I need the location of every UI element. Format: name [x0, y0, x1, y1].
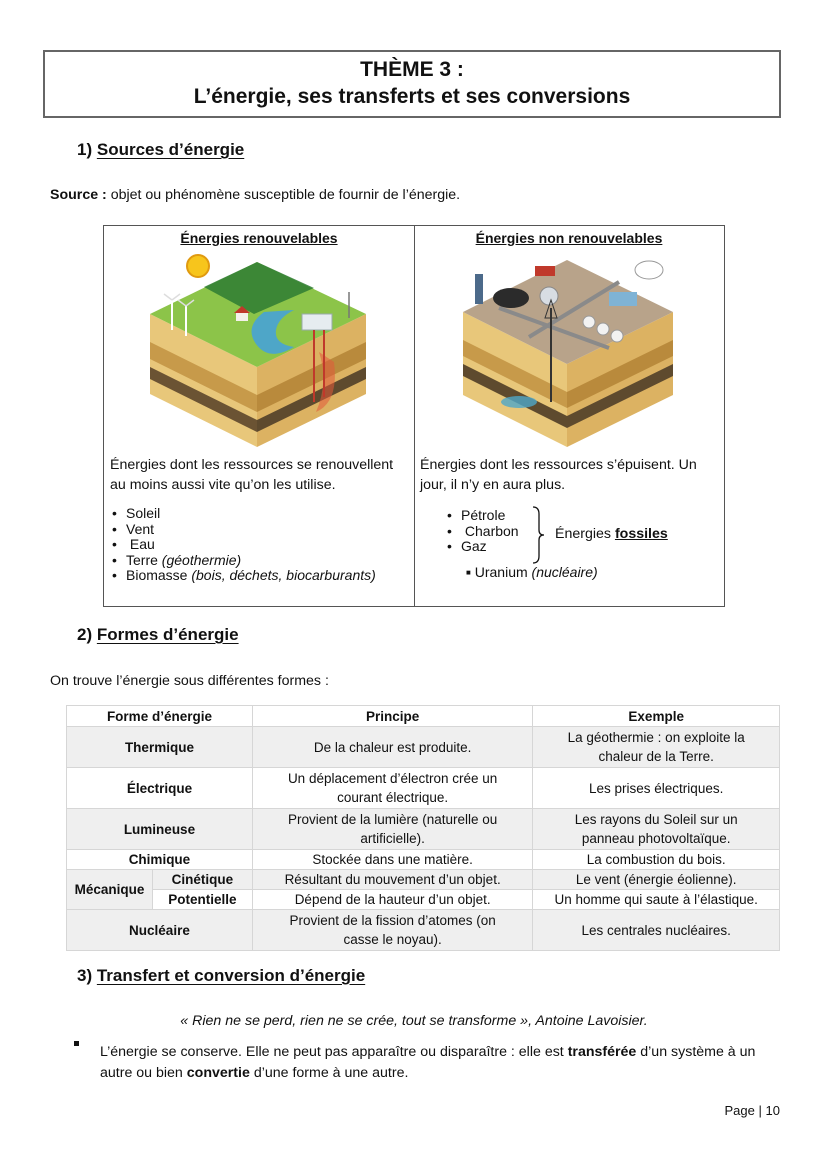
renewable-description: Énergies dont les ressources se renouvel…	[110, 455, 410, 495]
fossil-item: Charbon	[447, 523, 519, 540]
section-3-heading: 3) Transfert et conversion d’énergie	[77, 966, 365, 986]
page-label: Page	[724, 1103, 755, 1118]
section-1-number: 1)	[77, 140, 93, 159]
source-label: Source :	[50, 187, 107, 203]
fossil-word: fossiles	[614, 526, 668, 542]
keyword-transferee: transférée	[567, 1044, 637, 1060]
keyword-convertie: convertie	[186, 1065, 250, 1081]
header-exemple: Exemple	[532, 705, 780, 727]
principe-cell: Stockée dans une matière.	[251, 849, 534, 870]
renewable-item: Vent	[112, 521, 376, 538]
renewable-desc-line-1: Énergies dont les ressources se renouvel…	[110, 457, 394, 473]
table-row: Mécanique Cinétique Résultant du mouveme…	[66, 869, 780, 910]
header-principe: Principe	[251, 705, 534, 727]
fossil-item: Gaz	[447, 538, 519, 555]
form-cell: Mécanique	[66, 869, 153, 910]
renewable-item: Biomasse (bois, déchets, biocarburants)	[112, 567, 376, 584]
theme-title: L’énergie, ses transferts et ses convers…	[193, 85, 631, 108]
nonrenewable-desc-line-1: Énergies dont les ressources s’épuisent.…	[420, 457, 697, 473]
renewable-list: Soleil Vent Eau Terre (géothermie) Bioma…	[112, 505, 376, 584]
page-number: 10	[765, 1103, 780, 1118]
form-cell: Thermique	[66, 726, 253, 768]
exemple-cell: Le vent (énergie éolienne).	[532, 869, 780, 890]
section-2-title: Formes d’énergie	[96, 625, 239, 644]
square-bullet-icon: ■	[466, 568, 471, 577]
renewable-desc-line-2: au moins aussi vite qu’on les utilise.	[110, 477, 336, 493]
header-forme: Forme d’énergie	[66, 705, 253, 727]
renewable-heading: Énergies renouvelables	[180, 230, 338, 246]
subform-cell: Cinétique	[151, 869, 253, 890]
title-box: THÈME 3 : L’énergie, ses transferts et s…	[43, 50, 781, 118]
table-row: Nucléaire Provient de la fission d’atome…	[66, 909, 780, 951]
renewable-landscape-illustration	[150, 254, 366, 447]
principe-cell: De la chaleur est produite.	[251, 726, 534, 768]
principe-cell: Résultant du mouvement d’un objet.	[251, 869, 534, 890]
form-cell: Nucléaire	[66, 909, 253, 951]
form-cell: Lumineuse	[66, 808, 253, 850]
exemple-cell: Les prises électriques.	[532, 767, 780, 809]
theme-number: THÈME 3 :	[360, 58, 464, 81]
section-2-number: 2)	[77, 625, 93, 644]
exemple-cell: La combustion du bois.	[532, 849, 780, 870]
section-3-title: Transfert et conversion d’énergie	[96, 966, 366, 985]
renewable-column: Énergies renouvelables	[104, 226, 415, 606]
nonrenewable-column: Énergies non renouvelables	[414, 226, 724, 606]
page-footer: Page | 10	[725, 1103, 780, 1118]
forms-intro: On trouve l’énergie sous différentes for…	[50, 673, 329, 689]
source-text: objet ou phénomène susceptible de fourni…	[106, 187, 461, 203]
table-row: Électrique Un déplacement d’électron cré…	[66, 767, 780, 809]
principe-cell: Dépend de la hauteur d’un objet.	[251, 889, 534, 910]
form-cell: Électrique	[66, 767, 253, 809]
table-header-row: Forme d’énergie Principe Exemple	[66, 705, 780, 727]
uranium-item: ■ Uranium (nucléaire)	[466, 564, 598, 580]
subform-cell: Potentielle	[151, 889, 253, 910]
renewable-item: Terre (géothermie)	[112, 552, 376, 569]
energy-forms-table: Forme d’énergie Principe Exemple Thermiq…	[66, 705, 780, 951]
exemple-cell: Un homme qui saute à l’élastique.	[532, 889, 780, 910]
square-bullet-icon	[74, 1041, 79, 1046]
section-1-title: Sources d’énergie	[96, 140, 245, 159]
fossil-energies-label: Énergies fossiles	[555, 526, 668, 542]
nonrenewable-industry-illustration	[463, 260, 673, 447]
fossil-list: Pétrole Charbon Gaz	[447, 507, 519, 555]
page-separator: |	[758, 1103, 762, 1118]
nonrenewable-description: Énergies dont les ressources s’épuisent.…	[420, 455, 720, 495]
source-definition: Source : objet ou phénomène susceptible …	[50, 187, 460, 203]
fossil-item: Pétrole	[447, 507, 519, 524]
section-1-heading: 1) Sources d’énergie	[77, 140, 244, 160]
section-3-number: 3)	[77, 966, 93, 985]
section-2-heading: 2) Formes d’énergie	[77, 625, 239, 645]
table-row: Thermique De la chaleur est produite. La…	[66, 726, 780, 768]
renewable-item: Soleil	[112, 505, 376, 522]
table-row: Potentielle Dépend de la hauteur d’un ob…	[67, 889, 780, 910]
table-row: Chimique Stockée dans une matière. La co…	[66, 849, 780, 870]
exemple-cell: Les centrales nucléaires.	[532, 909, 780, 951]
energy-sources-table: Énergies renouvelables	[103, 225, 725, 607]
nonrenewable-heading: Énergies non renouvelables	[475, 230, 663, 246]
nonrenewable-desc-line-2: jour, il n’y en aura plus.	[420, 477, 566, 493]
lavoisier-quote: « Rien ne se perd, rien ne se crée, tout…	[180, 1013, 648, 1029]
renewable-item: Eau	[112, 536, 376, 553]
right-brace-icon	[532, 506, 545, 564]
conservation-paragraph: L’énergie se conserve. Elle ne peut pas …	[100, 1044, 756, 1081]
form-cell: Chimique	[66, 849, 253, 870]
table-row: Lumineuse Provient de la lumière (nature…	[66, 808, 780, 850]
